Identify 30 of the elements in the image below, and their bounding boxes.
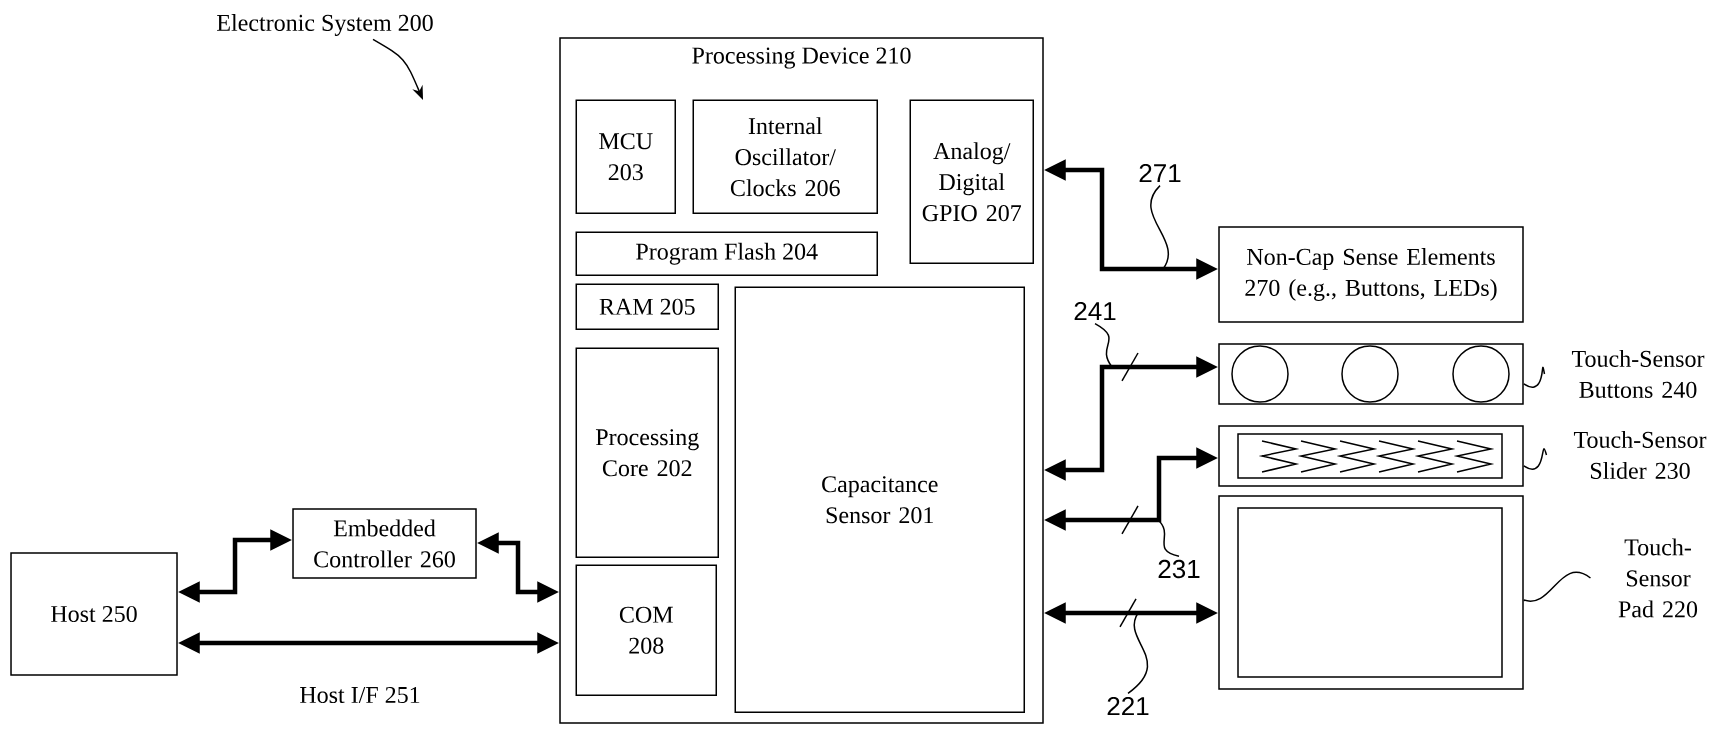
- leader-line: [1523, 366, 1546, 388]
- block-box: COM 208: [575, 564, 717, 696]
- callout-label: Touch- Sensor Pad 220: [1618, 538, 1698, 618]
- block-box: Program Flash 204: [575, 231, 878, 276]
- callout-label: Touch-Sensor Slider 230: [1573, 431, 1707, 479]
- block-box: RAM 205: [575, 283, 719, 330]
- reference-number: 241: [1074, 301, 1116, 321]
- block-box: Processing Core 202: [575, 347, 719, 558]
- controller-box: Embedded Controller 260: [292, 508, 477, 579]
- leader-line: [1150, 184, 1170, 270]
- leader-line: [1523, 571, 1592, 602]
- leader-line: [1094, 322, 1113, 368]
- block-box: Internal Oscillator/ Clocks 206: [692, 99, 878, 214]
- block-box: Capacitance Sensor 201: [734, 286, 1025, 713]
- system-label: Electronic System 200: [217, 14, 433, 36]
- element-box: Non-Cap Sense Elements 270 (e.g., Buttons, LEDs): [1218, 226, 1524, 323]
- block-box: MCU 203: [575, 99, 676, 214]
- edge-label: Host I/F 251: [297, 684, 423, 706]
- reference-number: 271: [1139, 163, 1181, 183]
- reference-number: 221: [1107, 696, 1149, 716]
- slider-strip: [1218, 425, 1524, 487]
- touch-pad: [1218, 495, 1524, 690]
- leader-line: [1523, 448, 1548, 470]
- callout-label: Touch-Sensor Buttons 240: [1571, 350, 1705, 398]
- leader-line: [1157, 519, 1180, 557]
- leader-line: [1127, 612, 1149, 695]
- reference-number: 231: [1158, 559, 1200, 579]
- button-strip: [1218, 343, 1524, 405]
- host-box: Host 250: [10, 552, 178, 676]
- block-box: Analog/ Digital GPIO 207: [909, 99, 1034, 264]
